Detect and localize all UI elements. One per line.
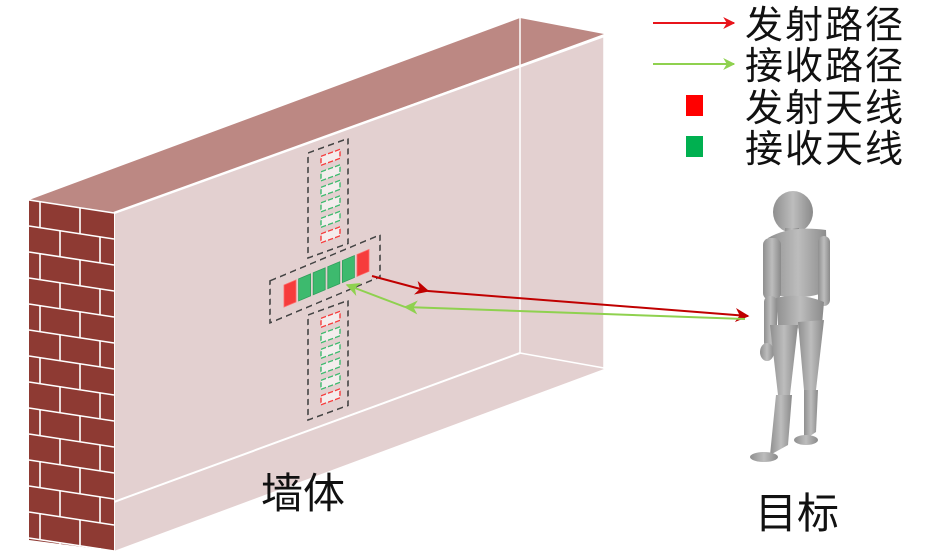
legend-item-receive-antenna: 接收天线 [686, 127, 905, 171]
receive-antenna [320, 372, 341, 391]
wall-edges [113, 18, 605, 551]
legend-label: 发射路径 [745, 3, 905, 47]
receive-antenna [320, 356, 341, 375]
mortar-line [28, 355, 115, 370]
receive-antenna [320, 194, 341, 213]
target-human-figure [750, 191, 830, 462]
wall-top-face [29, 18, 604, 213]
receive-path [345, 282, 746, 320]
legend: 发射路径 接收路径 发射天线 接收天线 [653, 3, 905, 171]
antenna-group-box [307, 299, 349, 422]
mortar-line [28, 199, 115, 214]
receive-antenna [320, 325, 341, 344]
transmit-antenna [320, 225, 341, 244]
receive-antenna [312, 267, 326, 296]
transmit-antenna [320, 387, 341, 406]
antenna-group-box [307, 137, 349, 260]
receive-antenna [320, 210, 341, 229]
receive-antenna [320, 179, 341, 198]
receive-antenna [327, 261, 341, 290]
horizontal-antenna-array [269, 233, 381, 324]
transmit-path [371, 275, 750, 322]
green-square-icon [686, 136, 703, 157]
mortar-line [28, 407, 115, 422]
target-label: 目标 [755, 489, 839, 538]
antenna-group-box [269, 233, 381, 324]
mortar-line [28, 381, 115, 396]
receive-antenna [320, 341, 341, 360]
wall-label: 墙体 [261, 469, 345, 518]
mortar-line [28, 459, 115, 474]
mortar-line [28, 303, 115, 318]
legend-label: 接收路径 [745, 44, 905, 88]
brick-side-face [28, 199, 115, 552]
legend-label: 接收天线 [745, 127, 905, 171]
red-square-icon [686, 95, 703, 116]
mortar-line [28, 485, 115, 500]
receive-antenna [298, 273, 312, 302]
legend-item-receive-path: 接收路径 [653, 44, 905, 88]
mortar-line [28, 511, 115, 526]
legend-label: 发射天线 [745, 86, 905, 130]
mortar-line [28, 329, 115, 344]
transmit-antenna [356, 248, 370, 278]
legend-item-transmit-antenna: 发射天线 [686, 86, 905, 130]
transmit-antenna [320, 148, 341, 167]
mortar-line [28, 433, 115, 448]
receive-antenna [342, 254, 355, 284]
legend-item-transmit-path: 发射路径 [653, 3, 905, 47]
mortar-line [28, 277, 115, 292]
mortar-line [28, 251, 115, 266]
vertical-top-antenna-array [307, 137, 349, 260]
receive-antenna [320, 163, 341, 182]
transmit-antenna [320, 310, 341, 329]
vertical-bottom-antenna-array [307, 299, 349, 422]
mortar-line [28, 225, 115, 240]
brick-face [29, 200, 114, 551]
transmit-antenna [283, 279, 297, 308]
